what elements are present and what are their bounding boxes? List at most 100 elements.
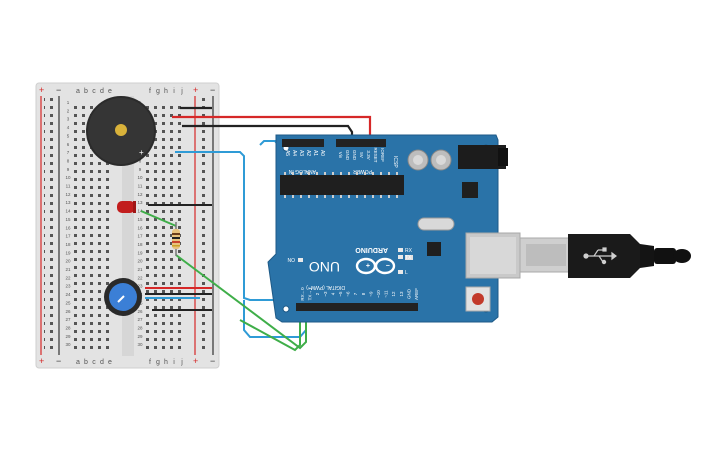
row-number: 12 — [137, 192, 143, 197]
column-letter: a — [76, 88, 80, 95]
digital-pin-label: GND — [406, 288, 411, 299]
rail-plus-bottom-right: + — [193, 356, 198, 366]
row-number: 13 — [137, 200, 143, 205]
row-number: 22 — [137, 275, 143, 280]
row-number: 27 — [65, 317, 71, 322]
reset-button[interactable] — [465, 286, 491, 312]
row-number: 18 — [65, 242, 71, 247]
digital-pin-label: ~9 — [368, 291, 373, 297]
wire-green-resistor — [175, 254, 307, 350]
power-pin-label: Vin — [338, 152, 343, 159]
power-pin-label: RESET — [373, 147, 378, 162]
row-number: 8 — [139, 158, 142, 163]
row-number: 30 — [137, 342, 143, 347]
power-pin-label: GND — [345, 150, 350, 161]
row-number: 26 — [137, 309, 143, 314]
power-pin-label: 3.3V — [366, 150, 371, 159]
digital-pin-label: ~6 — [346, 291, 351, 297]
row-number: 29 — [137, 334, 143, 339]
digital-pin-label: 7 — [353, 292, 358, 295]
column-letter: b — [84, 359, 88, 366]
icsp-label: ICSP — [392, 156, 398, 168]
row-number: 2 — [67, 108, 70, 113]
rail-minus-top-right: − — [210, 85, 215, 95]
row-number: 30 — [65, 342, 71, 347]
analog-pin-label: A3 — [298, 150, 304, 156]
column-letter: e — [108, 88, 112, 95]
analog-pin-label: A5 — [284, 150, 290, 156]
row-number: 7 — [67, 150, 70, 155]
row-number: 28 — [65, 325, 71, 330]
power-pin-label: 5V — [359, 152, 364, 158]
column-letter: a — [76, 359, 80, 366]
digital-pin-label: ~3 — [323, 291, 328, 297]
row-number: 17 — [65, 234, 71, 239]
column-letter: g — [156, 88, 160, 95]
digital-pin-label: 2 — [315, 292, 320, 295]
row-number: 26 — [65, 309, 71, 314]
column-letter: j — [180, 88, 183, 95]
row-number: 15 — [137, 217, 143, 222]
potentiometer[interactable] — [104, 278, 142, 316]
row-number: 1 — [67, 100, 70, 105]
row-number: 11 — [66, 184, 71, 189]
usb-symbol-icon — [583, 247, 617, 265]
row-number: 21 — [137, 267, 143, 272]
column-letter: b — [84, 88, 88, 95]
on-led — [298, 258, 303, 262]
piezo-buzzer[interactable]: + — [86, 96, 156, 166]
rx-led-label: RX — [405, 248, 413, 254]
row-number: 8 — [67, 158, 70, 163]
row-number: 9 — [139, 167, 142, 172]
row-number: 21 — [65, 267, 71, 272]
buzzer-plus-label: + — [139, 148, 144, 157]
l-led-label: L — [405, 270, 408, 276]
row-number: 5 — [67, 133, 70, 138]
row-number: 16 — [137, 225, 143, 230]
column-letter: c — [92, 359, 96, 366]
resistor[interactable] — [172, 222, 180, 256]
row-number: 16 — [65, 225, 71, 230]
digital-pin-label: 12 — [391, 291, 396, 297]
row-number: 19 — [65, 250, 71, 255]
voltage-regulator — [462, 182, 478, 198]
row-number: 20 — [137, 259, 143, 264]
column-letter: d — [100, 359, 104, 366]
row-number: 12 — [65, 192, 71, 197]
column-letter: g — [156, 359, 160, 366]
svg-text:+: + — [366, 261, 370, 268]
usb-cable — [519, 234, 691, 278]
row-number: 29 — [65, 334, 71, 339]
row-number: 25 — [65, 300, 71, 305]
row-number: 23 — [137, 284, 143, 289]
svg-text:−: − — [386, 261, 390, 268]
wires — [140, 106, 372, 352]
row-number: 20 — [65, 259, 71, 264]
column-letter: c — [92, 88, 96, 95]
column-letter: d — [100, 88, 104, 95]
row-number: 14 — [137, 209, 143, 214]
column-letter: h — [164, 88, 168, 95]
digital-pin-label: 8 — [361, 292, 366, 295]
rail-plus-top-right: + — [193, 85, 198, 95]
digital-pin-label: RX←0 — [300, 287, 305, 301]
power-pin-label: GND — [352, 150, 357, 161]
row-number: 28 — [137, 325, 143, 330]
row-number: 10 — [65, 175, 71, 180]
digital-pin-label: ~11 — [384, 290, 389, 298]
column-letter: h — [164, 359, 168, 366]
tx-led-label: TX — [405, 255, 412, 261]
led-red[interactable] — [117, 201, 136, 213]
row-number: 23 — [65, 284, 71, 289]
digital-pin-label: 4 — [330, 292, 335, 295]
atmega-chip — [280, 175, 404, 195]
row-number: 4 — [67, 125, 70, 130]
row-number: 14 — [65, 209, 71, 214]
